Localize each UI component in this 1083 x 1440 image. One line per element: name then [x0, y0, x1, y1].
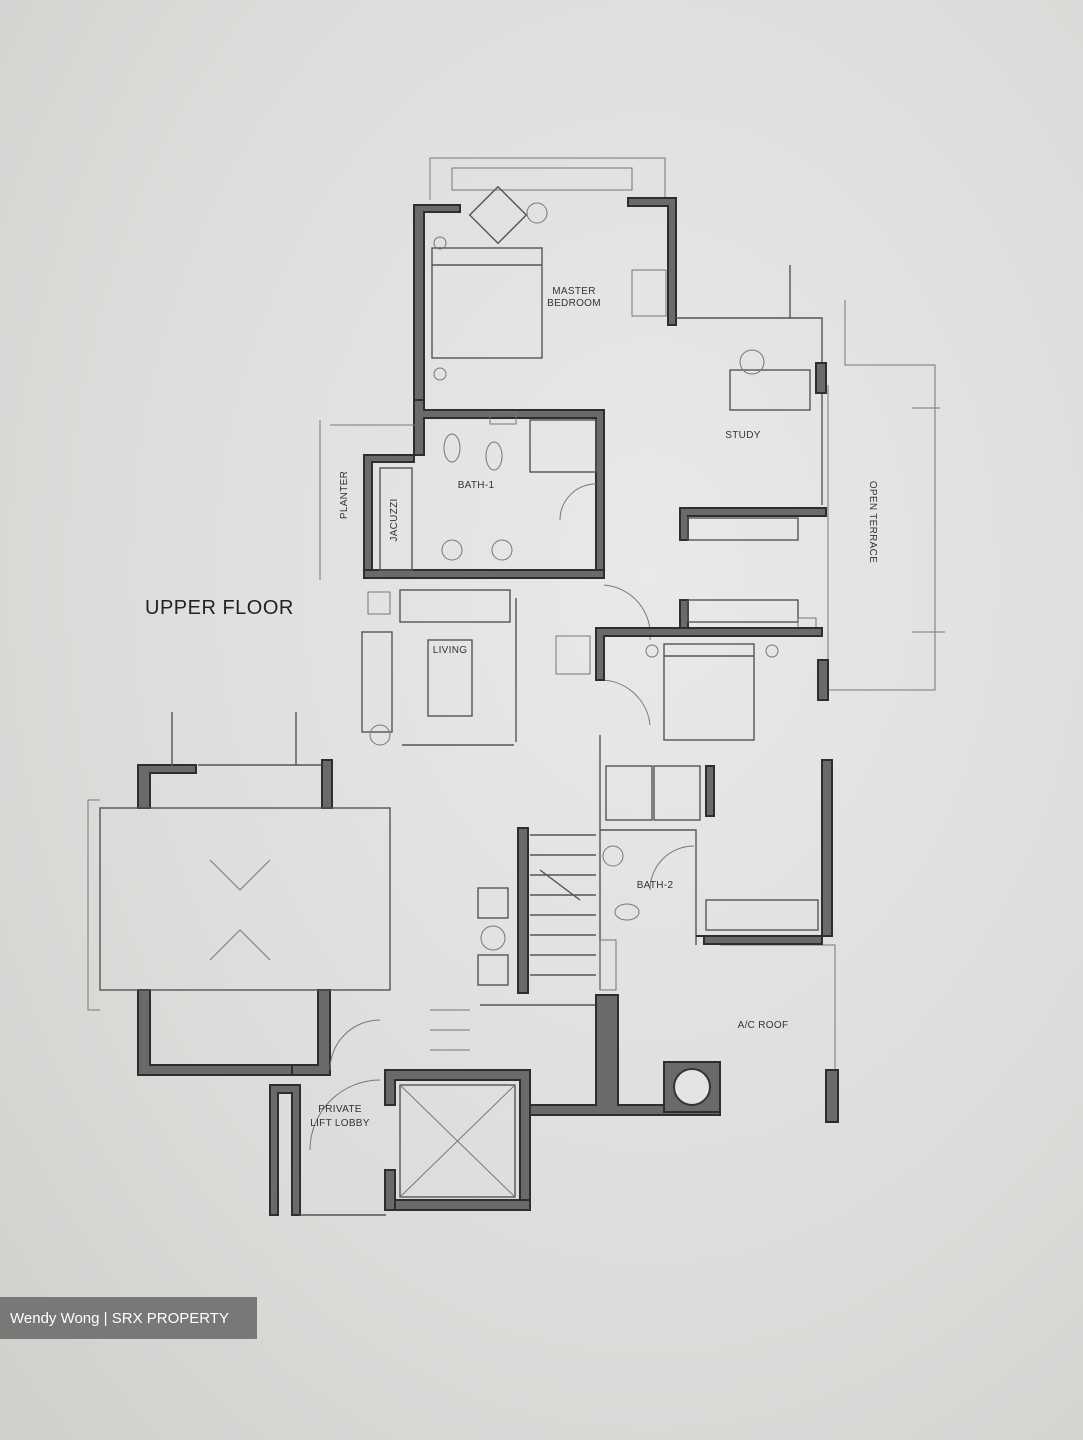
wardrobe — [679, 507, 827, 631]
room-label-living: LIVING — [433, 645, 468, 656]
watermark-badge: Wendy Wong | SRX PROPERTY — [0, 1297, 257, 1339]
staircase — [430, 827, 596, 1051]
room-label-bath1: BATH-1 — [458, 480, 495, 491]
room-label-master-line1: MASTER — [552, 286, 595, 297]
void-area — [99, 712, 391, 1076]
study-area — [676, 265, 945, 690]
bath1-walls — [330, 399, 605, 579]
room-label-ac-roof: A/C ROOF — [738, 1020, 789, 1031]
room-label-study: STUDY — [725, 430, 760, 441]
room-label-lift-lobby-line2: LIFT LOBBY — [310, 1118, 370, 1129]
bedroom2-walls — [595, 627, 833, 991]
room-label-open-terrace: OPEN TERRACE — [867, 481, 878, 563]
ac-roof-lift — [269, 994, 839, 1216]
room-label-master-line2: BEDROOM — [547, 298, 601, 309]
living-area — [361, 584, 651, 746]
room-label-lift-lobby-line1: PRIVATE — [318, 1104, 361, 1115]
master-bedroom-walls — [413, 167, 677, 401]
room-label-planter: PLANTER — [339, 471, 350, 519]
floor-title: UPPER FLOOR — [145, 597, 294, 619]
room-label-jacuzzi: JACUZZI — [389, 498, 400, 541]
room-label-bath2: BATH-2 — [637, 880, 674, 891]
